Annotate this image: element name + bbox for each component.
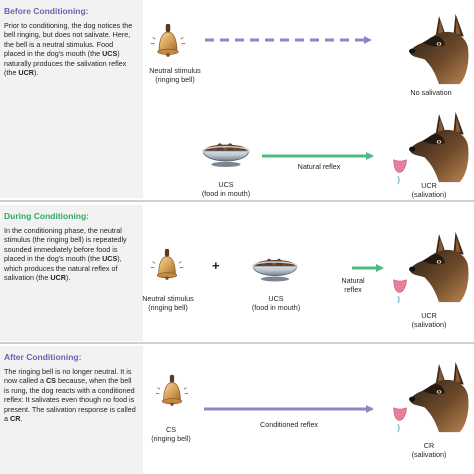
ucr-caption: UCR(salivation): [411, 181, 447, 199]
after-conditioning-section: After Conditioning: The ringing bell is …: [0, 346, 474, 474]
ucs-caption: UCS(food in mouth): [201, 180, 251, 198]
before-description-panel: Before Conditioning: Prior to conditioni…: [0, 0, 143, 198]
ucs-caption: UCS(food in mouth): [251, 294, 301, 312]
dog-head-icon: [409, 13, 469, 85]
food-bowl-icon: [202, 142, 250, 168]
bell-icon: [150, 23, 186, 58]
bell-icon: [150, 248, 184, 281]
salivating-dog-icon: [393, 111, 469, 185]
food-bowl-icon: [252, 258, 298, 283]
after-description-panel: After Conditioning: The ringing bell is …: [0, 346, 143, 474]
after-title: After Conditioning:: [4, 352, 82, 362]
section-divider: [0, 342, 474, 344]
after-description: The ringing bell is no longer neutral. I…: [4, 367, 136, 424]
during-description: In the conditioning phase, the neutral s…: [4, 226, 127, 283]
before-title: Before Conditioning:: [4, 6, 89, 16]
salivating-dog-icon: [393, 361, 469, 433]
conditioned-reflex-label: Conditioned reflex: [260, 420, 318, 429]
during-conditioning-section: During Conditioning: In the conditioning…: [0, 205, 474, 341]
plus-sign: +: [212, 258, 220, 273]
cr-caption: CR(salivation): [411, 441, 447, 459]
during-description-panel: During Conditioning: In the conditioning…: [0, 205, 143, 341]
before-conditioning-section: Before Conditioning: Prior to conditioni…: [0, 0, 474, 198]
neutral-stimulus-caption: Neutral stimulus(ringing bell): [149, 66, 201, 84]
cs-caption: CS(ringing bell): [151, 425, 191, 443]
before-description: Prior to conditioning, the dog notices t…: [4, 21, 133, 78]
neutral-stimulus-caption: Neutral stimulus(ringing bell): [142, 294, 194, 312]
no-salivation-caption: No salivation: [410, 88, 452, 97]
salivating-dog-icon: [393, 231, 469, 304]
ucr-caption: UCR(salivation): [411, 311, 447, 329]
section-divider: [0, 200, 474, 202]
natural-reflex-label: Natural reflex: [297, 162, 341, 171]
during-title: During Conditioning:: [4, 211, 89, 221]
bell-icon: [155, 374, 189, 407]
